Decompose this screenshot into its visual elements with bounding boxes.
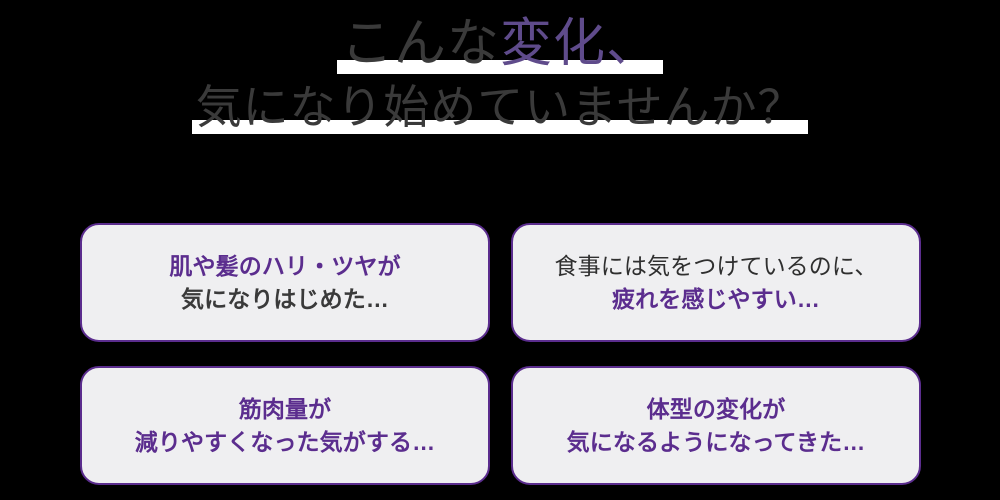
title-line-2-text: 気になり始めていませんか？ [195,80,805,134]
card-muscle-mass-line-2: 減りやすくなった気がする… [134,428,436,455]
card-skin-hair-line-1: 肌や髪のハリ・ツヤが [169,252,401,279]
card-diet-fatigue-line-2: 疲れを感じやすい… [611,285,821,312]
title-line-1: こんな変化、 [0,18,1000,74]
title-line-2-highlight: 気になり始めていませんか？ [191,84,809,134]
title-line-1-highlight: こんな変化、 [336,18,664,74]
card-muscle-mass[interactable]: 筋肉量が 減りやすくなった気がする… [80,366,490,485]
card-body-shape-line-1: 体型の変化が [646,395,786,422]
title-line-1-accent-text: 変化、 [500,14,660,74]
title-line-1-plain-text: こんな [340,14,500,74]
card-diet-fatigue[interactable]: 食事には気をつけているのに、 疲れを感じやすい… [511,223,921,342]
card-diet-fatigue-line-1: 食事には気をつけているのに、 [554,252,878,279]
title-line-2: 気になり始めていませんか？ [0,84,1000,134]
card-muscle-mass-line-1: 筋肉量が [238,395,332,422]
card-skin-hair[interactable]: 肌や髪のハリ・ツヤが 気になりはじめた… [80,223,490,342]
concern-card-grid: 肌や髪のハリ・ツヤが 気になりはじめた… 食事には気をつけているのに、 疲れを感… [80,223,921,485]
page-title: こんな変化、 気になり始めていませんか？ [0,18,1000,134]
card-skin-hair-line-2: 気になりはじめた… [180,285,390,312]
card-body-shape[interactable]: 体型の変化が 気になるようになってきた… [511,366,921,485]
card-body-shape-line-2: 気になるようになってきた… [566,428,866,455]
